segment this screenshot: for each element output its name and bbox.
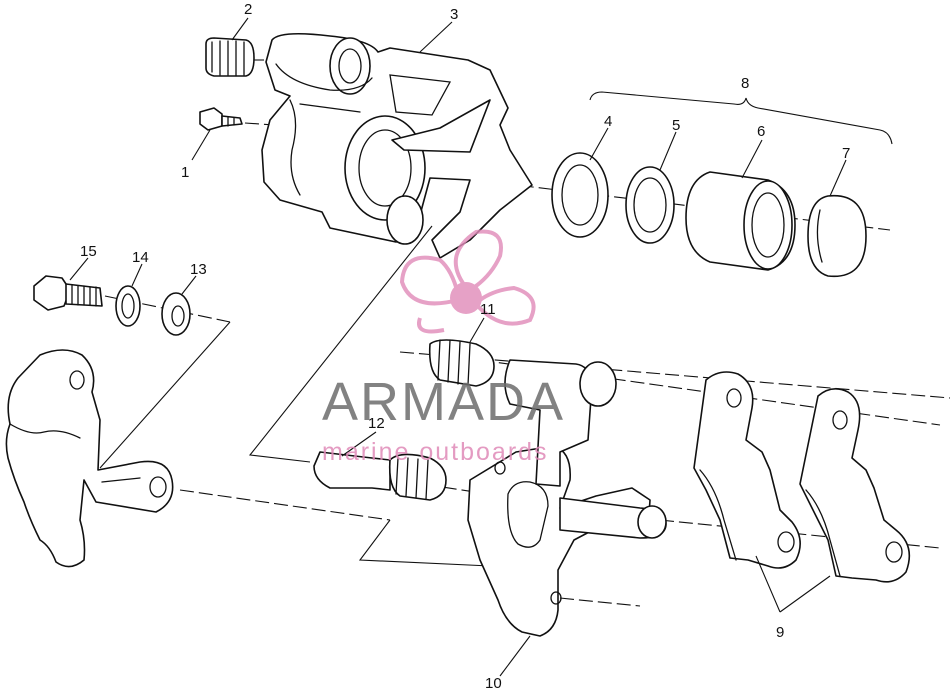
propeller-logo: [399, 229, 536, 334]
armada-watermark: ARMADA marine outboards: [322, 229, 565, 466]
callout-15: 15: [80, 243, 97, 260]
lock-washer-part: [115, 285, 141, 327]
callout-1: 1: [181, 164, 189, 181]
slide-pin-part: [313, 451, 447, 501]
callout-12: 12: [368, 415, 385, 432]
mounting-bolt-part: [33, 275, 103, 311]
flat-washer-part: [161, 292, 191, 336]
mounting-bracket-part: [5, 349, 174, 568]
callout-numbers: 2 1 3 4 5 6 7 8 9 10 11 12 13 14 15: [80, 1, 850, 689]
callout-6: 6: [757, 123, 765, 140]
assembly-guide-lines: [99, 225, 491, 567]
bleeder-cap-part: [205, 37, 255, 77]
piston-part: [685, 171, 796, 271]
guide-line: [248, 225, 433, 463]
callout-7: 7: [842, 145, 850, 162]
inner-seal-part: [625, 166, 675, 244]
brake-pad-right-part: [799, 388, 911, 583]
axis-line: [349, 164, 891, 231]
caliper-body-part: [261, 32, 533, 259]
guide-line: [358, 519, 491, 567]
callout-10: 10: [485, 675, 502, 689]
watermark-tagline: marine outboards: [322, 438, 549, 466]
callout-8: 8: [741, 75, 749, 92]
bleeder-screw-part: [199, 107, 243, 131]
watermark-brand: ARMADA: [322, 372, 565, 432]
callout-5: 5: [672, 117, 680, 134]
callout-13: 13: [190, 261, 207, 278]
support-bracket-part: [467, 359, 667, 637]
axis-line: [179, 489, 391, 521]
brake-pad-left-part: [693, 371, 801, 569]
callout-4: 4: [604, 113, 612, 130]
caliper-boss: [329, 37, 371, 95]
callout-2: 2: [244, 1, 252, 18]
dust-cap-part: [807, 194, 867, 278]
callout-14: 14: [132, 249, 149, 266]
axis-line: [399, 351, 951, 399]
callout-9: 9: [776, 624, 784, 641]
pin-boot-upper-part: [428, 339, 495, 387]
guide-line: [99, 321, 231, 469]
kit-bracket: [589, 91, 893, 145]
callout-3: 3: [450, 6, 458, 23]
callout-11: 11: [480, 301, 496, 318]
outer-seal-part: [551, 152, 609, 238]
axis-line: [559, 597, 641, 607]
callout-leaders: [69, 17, 847, 677]
